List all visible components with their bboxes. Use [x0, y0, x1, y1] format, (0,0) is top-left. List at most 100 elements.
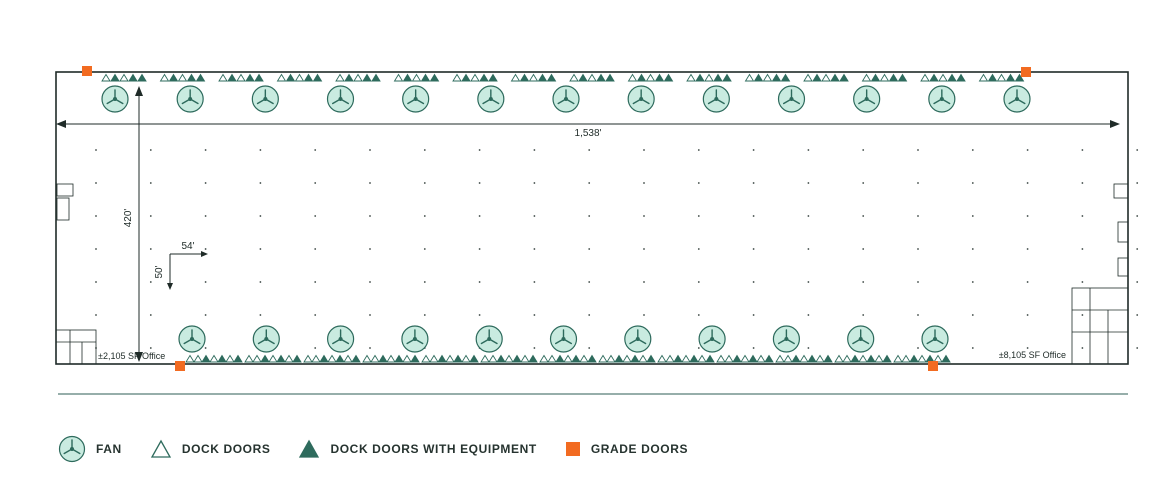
dock-door-equipment-marker [1014, 73, 1025, 82]
dock-door-marker [119, 73, 129, 82]
dock-door-marker [756, 354, 766, 363]
dock-door-equipment-marker [410, 354, 420, 363]
floor-plan-drawing: 1,538' 420' 54' 50' [55, 66, 1139, 395]
grid-column-dot [314, 281, 317, 283]
grid-column-dot [478, 182, 481, 184]
dock-door-marker [893, 354, 903, 363]
dock-door-equipment-marker [987, 73, 998, 82]
grid-column-dot [1026, 149, 1029, 151]
grid-column-dot [1026, 347, 1029, 349]
dock-door-marker [569, 73, 579, 82]
dock-door-marker [370, 354, 380, 363]
dock-door-marker [218, 73, 228, 82]
dock-door-marker [276, 73, 287, 82]
grid-column-dot [204, 314, 207, 316]
dock-door-equipment-marker [371, 73, 381, 82]
grid-column-dot [478, 149, 481, 151]
dock-door-marker [177, 73, 188, 82]
dock-door-equipment-marker [546, 73, 557, 82]
dock-door-marker [716, 354, 726, 363]
dock-door-marker [452, 73, 462, 82]
dock-door-marker [101, 73, 111, 82]
legend-dock-doors-label: DOCK DOORS [181, 442, 271, 456]
grid-column-dot [588, 281, 591, 283]
grid-column-dot [369, 314, 371, 316]
grid-column-dot [807, 182, 810, 184]
grid-column-dot [204, 149, 207, 151]
fan-icon [327, 325, 355, 353]
south-dock-doors [185, 354, 951, 363]
dock-door-equipment-marker [512, 354, 522, 363]
dock-door-equipment-marker [870, 73, 881, 82]
dock-door-equipment-marker [195, 73, 206, 82]
dock-door-marker [638, 354, 648, 363]
grid-column-dot [1026, 314, 1029, 316]
dock-door-marker [159, 73, 170, 82]
fan-icon [402, 85, 430, 113]
dock-door-marker [724, 354, 734, 363]
office-left-label: ±2,105 SF Office [98, 351, 165, 361]
dock-door-equipment-marker [850, 354, 860, 363]
fan-icon [58, 435, 86, 463]
dock-door-equipment-marker [260, 354, 270, 363]
dock-door-equipment-marker [420, 73, 431, 82]
grid-column-dot [971, 149, 974, 151]
grid-column-dot [149, 347, 152, 349]
dock-door-marker [704, 73, 714, 82]
grid-column-dot [588, 182, 591, 184]
dock-door-marker [429, 354, 439, 363]
grid-column-dot [149, 281, 152, 283]
grid-column-dot [369, 182, 371, 184]
dock-door-equipment-marker [823, 354, 833, 363]
grid-column-dot [752, 149, 755, 151]
dock-door-equipment-marker [519, 73, 530, 82]
grid-column-dot [862, 149, 865, 151]
dock-door-marker [402, 354, 412, 363]
grid-column-dot [807, 248, 810, 250]
dock-door-marker [858, 354, 868, 363]
dock-door-marker [740, 354, 750, 363]
grid-column-dot [204, 248, 207, 250]
grid-column-dot [862, 248, 865, 250]
dock-door-equipment-marker [605, 73, 615, 82]
grid-column-dot [1136, 182, 1139, 184]
dock-door-icon [150, 439, 171, 458]
grid-column-dot [95, 314, 97, 316]
dock-door-equipment-marker [402, 73, 413, 82]
grid-column-dot [533, 281, 536, 283]
office-right [1071, 183, 1129, 365]
grid-column-dot [1026, 215, 1029, 217]
grid-column-dot [1026, 248, 1029, 250]
dock-door-marker [411, 73, 422, 82]
fan-icon [477, 85, 505, 113]
grid-column-dot [533, 182, 536, 184]
fan-icon [401, 325, 429, 353]
dock-door-equipment-marker [897, 73, 908, 82]
dock-door-equipment-marker [227, 73, 237, 82]
dock-door-equipment-marker [753, 73, 764, 82]
dock-door-equipment-marker [429, 73, 440, 82]
grid-column-dot [478, 248, 481, 250]
dock-door-marker [244, 354, 254, 363]
dock-door-equipment-marker [830, 73, 840, 82]
dock-door-marker [665, 354, 675, 363]
dock-door-equipment-marker [695, 73, 705, 82]
grid-column-dot [423, 182, 426, 184]
grid-column-dot [149, 182, 152, 184]
grid-column-dot [1136, 314, 1139, 316]
grid-column-dot [697, 182, 700, 184]
dock-door-equipment-marker [807, 354, 817, 363]
bay-dimension: 54' 50' [154, 241, 208, 290]
dock-door-marker [917, 354, 927, 363]
dock-door-equipment-marker [596, 73, 606, 82]
dock-door-marker [762, 73, 773, 82]
dock-door-equipment-marker [292, 354, 302, 363]
grid-column-dot [259, 182, 262, 184]
dock-door-marker [520, 354, 530, 363]
column-grid [95, 149, 1139, 349]
grid-column-dot [697, 347, 700, 349]
grid-column-dot [917, 248, 919, 250]
dock-door-equipment-marker [646, 354, 656, 363]
grade-door-icon [565, 442, 580, 456]
grid-column-dot [533, 248, 536, 250]
